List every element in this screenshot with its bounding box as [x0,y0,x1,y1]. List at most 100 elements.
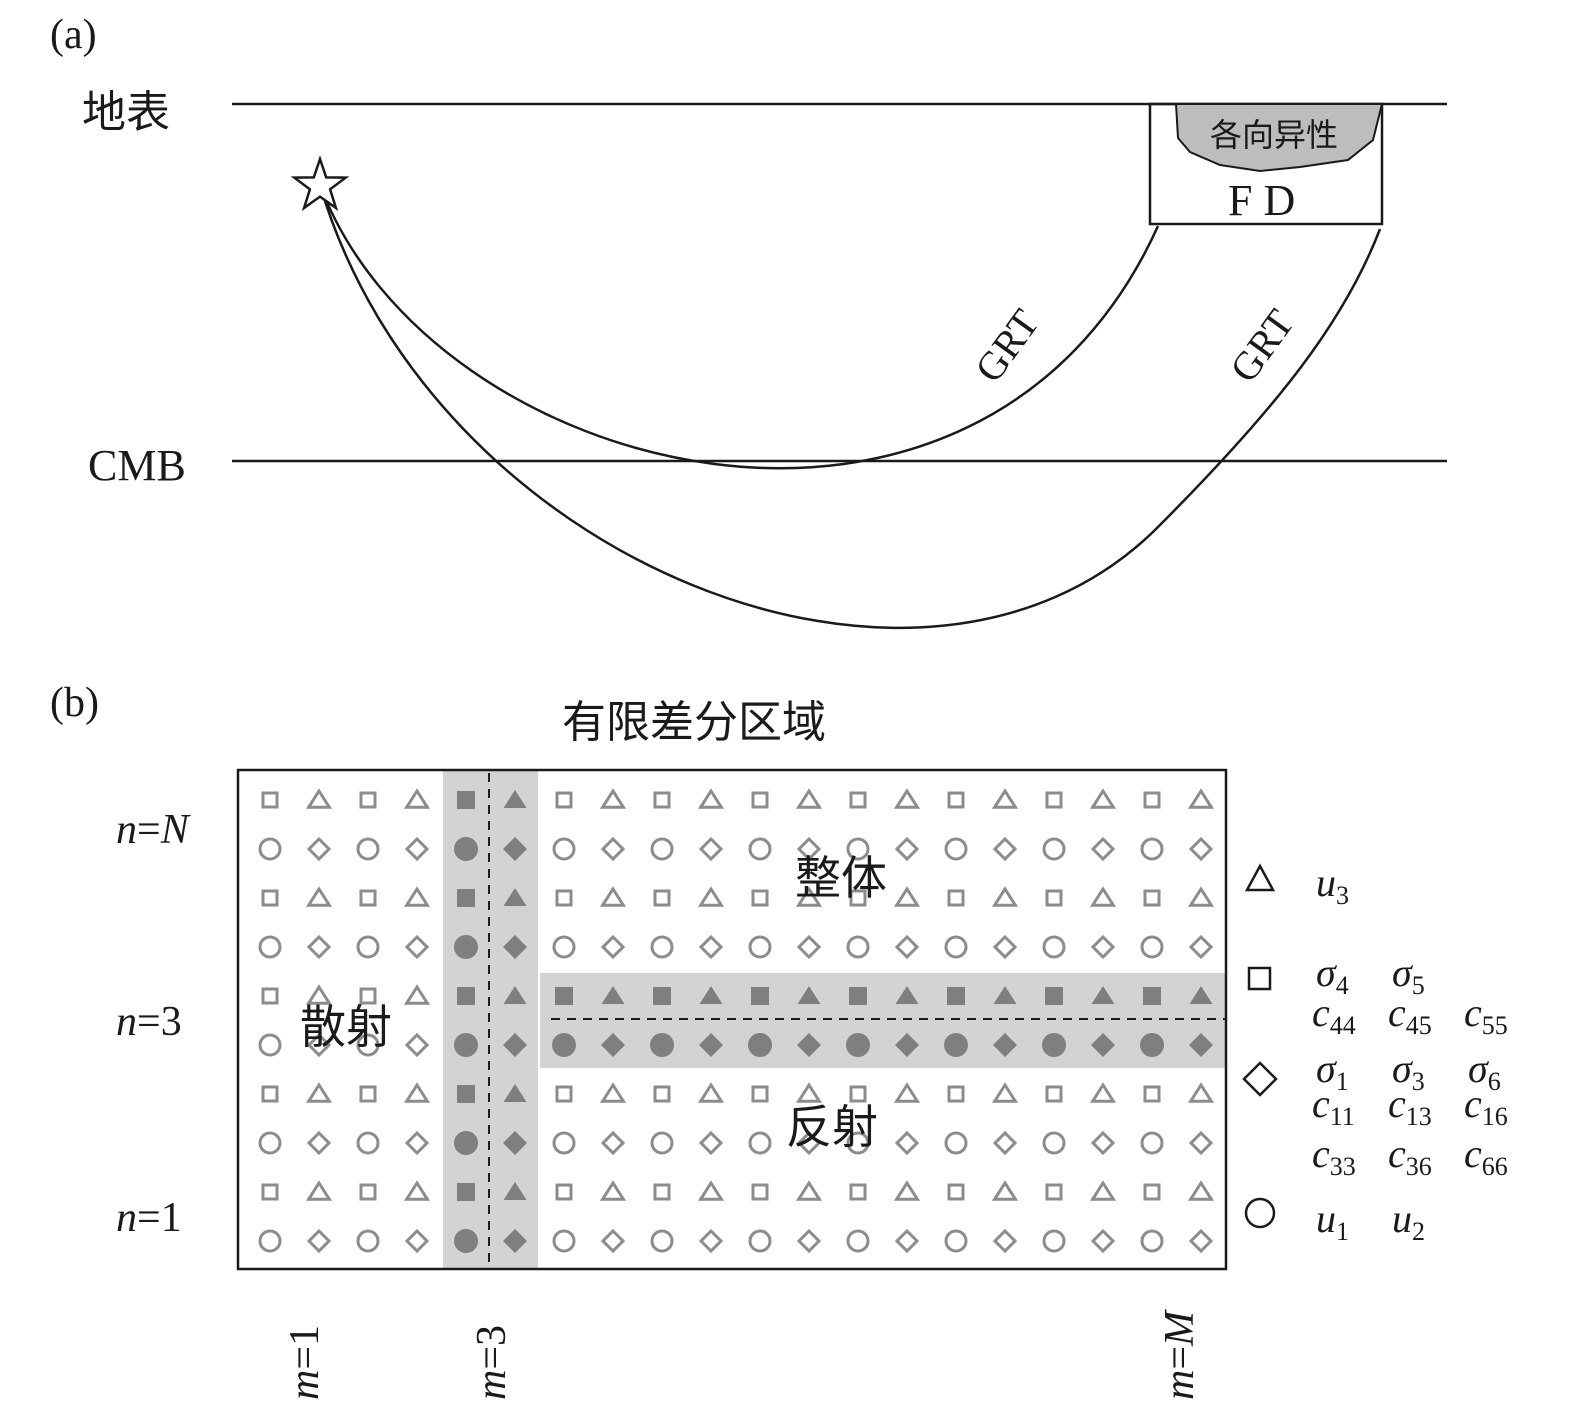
grid-circle-icon [552,935,576,959]
grt-label-outer: GRT [1221,301,1303,390]
reflect-row-band [540,973,1226,1068]
grid-diamond-icon [796,1130,822,1156]
grid-diamond-icon [1090,836,1116,862]
grid-diamond-icon [306,934,332,960]
grid-circle-icon [748,935,772,959]
legend-sigma1: σ1 [1316,1046,1349,1096]
grid-triangle-icon [1187,788,1215,809]
grid-circle-icon [1140,837,1164,861]
legend-diamond-icon [1242,1061,1278,1097]
grid-square-icon [359,889,377,907]
grid-diamond-icon [306,1032,332,1058]
grid-triangle-icon [795,1180,823,1201]
grid-triangle-icon [697,1082,725,1103]
grid-circle-icon [356,1033,380,1057]
grid-square-icon [261,889,279,907]
grid-square-icon [261,987,279,1005]
grid-triangle-icon [1089,1082,1117,1103]
grid-circle-icon [552,1229,576,1253]
grid-circle-icon [258,1229,282,1253]
grid-diamond-icon [404,1032,430,1058]
grid-circle-icon [748,1229,772,1253]
grid-square-icon [1045,987,1063,1005]
grid-circle-icon [552,1131,576,1155]
grid-square-icon [261,1183,279,1201]
legend-c44: c44 [1312,990,1356,1040]
legend-c13: c13 [1388,1081,1432,1131]
grid-diamond-icon [796,836,822,862]
grid-triangle-icon [403,1082,431,1103]
col-label-first: m=1 [282,1325,328,1400]
grid-triangle-icon [893,788,921,809]
grid-circle-icon [650,1033,674,1057]
grid-triangle-icon [599,886,627,907]
grid-circle-icon [454,935,478,959]
grt-label-inner: GRT [966,301,1048,390]
grid-square-icon [751,889,769,907]
legend-c16: c16 [1464,1081,1508,1131]
grid-diamond-icon [1188,1130,1214,1156]
fd-box-label: F D [1228,176,1295,225]
grid-triangle-icon [1187,1180,1215,1201]
grid-diamond-icon [993,1033,1017,1057]
grid-square-icon [947,1183,965,1201]
grid-square-icon [1045,889,1063,907]
whole-region-label: 整体 [795,853,887,904]
grid-circle-icon [650,935,674,959]
grid-triangle-icon [795,788,823,809]
grid-triangle-icon [503,1084,527,1102]
grid-triangle-icon [503,1182,527,1200]
grid-square-icon [751,987,769,1005]
grid-diamond-icon [503,1033,527,1057]
legend-circle-icon [1244,1197,1276,1229]
grid-square-icon [1143,791,1161,809]
grid-square-icon [653,987,671,1005]
grid-triangle-icon [403,886,431,907]
grid-triangle-icon [601,986,625,1004]
grid-circle-icon [944,1033,968,1057]
grid-square-icon [457,889,475,907]
row-label-top: n=N [116,807,191,853]
grid-diamond-icon [503,935,527,959]
grid-square-icon [849,791,867,809]
legend-c55: c55 [1464,990,1508,1040]
grid-circle-icon [846,935,870,959]
grid-circle-icon [1140,935,1164,959]
panel-a: (a) 地表 CMB 各向异性 F D GRT GRT [50,12,1447,629]
grid-square-icon [555,889,573,907]
grid-square-icon [849,1085,867,1103]
grid-circle-icon [454,1229,478,1253]
anisotropy-label: 各向异性 [1210,117,1338,153]
grid-circle-icon [1042,935,1066,959]
grid-triangle-icon [795,886,823,907]
grid-square-icon [653,1085,671,1103]
grid-triangle-icon [503,888,527,906]
grid-triangle-icon [1189,986,1213,1004]
grid-diamond-icon [1188,934,1214,960]
reflect-region-label: 反射 [786,1102,878,1153]
grid-square-icon [261,1085,279,1103]
grid-circle-icon [944,837,968,861]
col-label-last: m=M [1157,1309,1203,1400]
legend-sigma6: σ6 [1468,1046,1501,1096]
grid-square-icon [947,791,965,809]
grid-circle-icon [356,935,380,959]
grid-triangle-icon [797,986,821,1004]
grid-square-icon [849,889,867,907]
grid-square-icon [555,987,573,1005]
grid-circle-icon [258,935,282,959]
grid-circle-icon [454,837,478,861]
grid-diamond-icon [404,1228,430,1254]
row-label-bottom: n=1 [116,1195,182,1241]
panel-b-title: 有限差分区域 [562,698,826,747]
grid-circle-icon [846,1131,870,1155]
grid-triangle-icon [305,886,333,907]
grid-circle-icon [650,837,674,861]
fd-grid-frame [236,768,1228,1271]
grid-circle-icon [748,1033,772,1057]
grid-square-icon [555,1183,573,1201]
scatter-region-label: 散射 [300,1002,392,1053]
grid-triangle-icon [503,986,527,1004]
grid-diamond-icon [1091,1033,1115,1057]
grid-square-icon [1143,1085,1161,1103]
